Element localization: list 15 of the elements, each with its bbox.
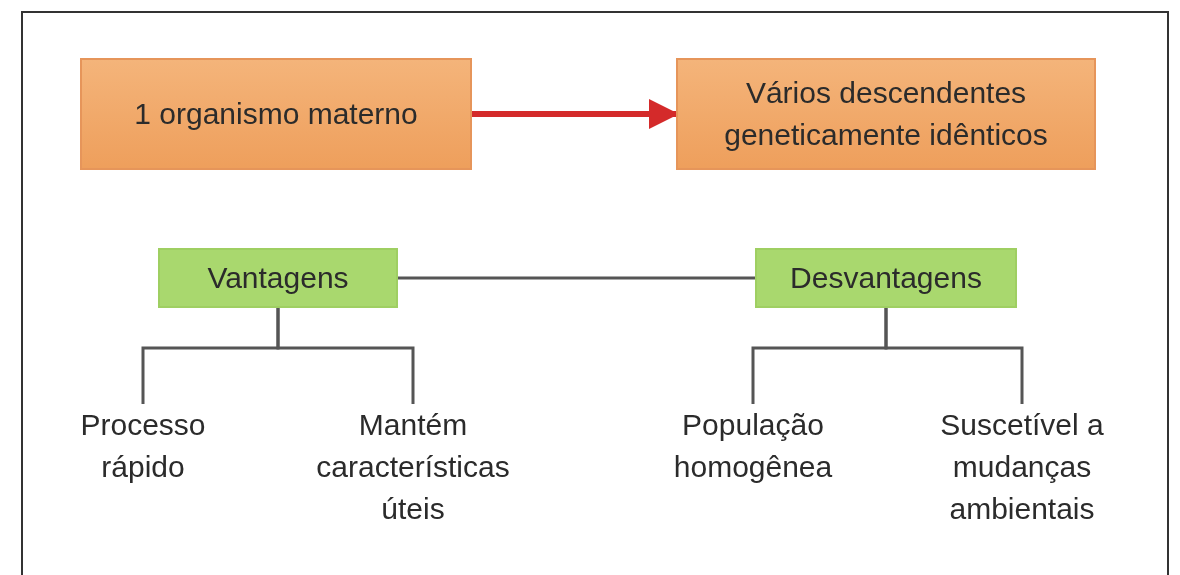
connector-line: [276, 308, 415, 404]
box-label: Vantagens: [207, 260, 349, 296]
connector-line: [884, 308, 1024, 404]
item-text: Suscetível a mudanças ambientais: [900, 404, 1144, 536]
connector-line: [398, 276, 755, 280]
box-label: 1 organismo materno: [134, 96, 418, 132]
box-label: Vários descendentes geneticamente idênticos: [723, 75, 1049, 153]
category-box: [755, 248, 1017, 308]
item-text: Mantém características úteis: [282, 404, 544, 536]
box-label: Desvantagens: [790, 260, 982, 296]
category-box: [158, 248, 398, 308]
item-text: População homogênea: [637, 404, 869, 494]
item-text: Processo rápido: [40, 404, 246, 494]
process-box: [676, 58, 1096, 170]
process-box: [80, 58, 472, 170]
